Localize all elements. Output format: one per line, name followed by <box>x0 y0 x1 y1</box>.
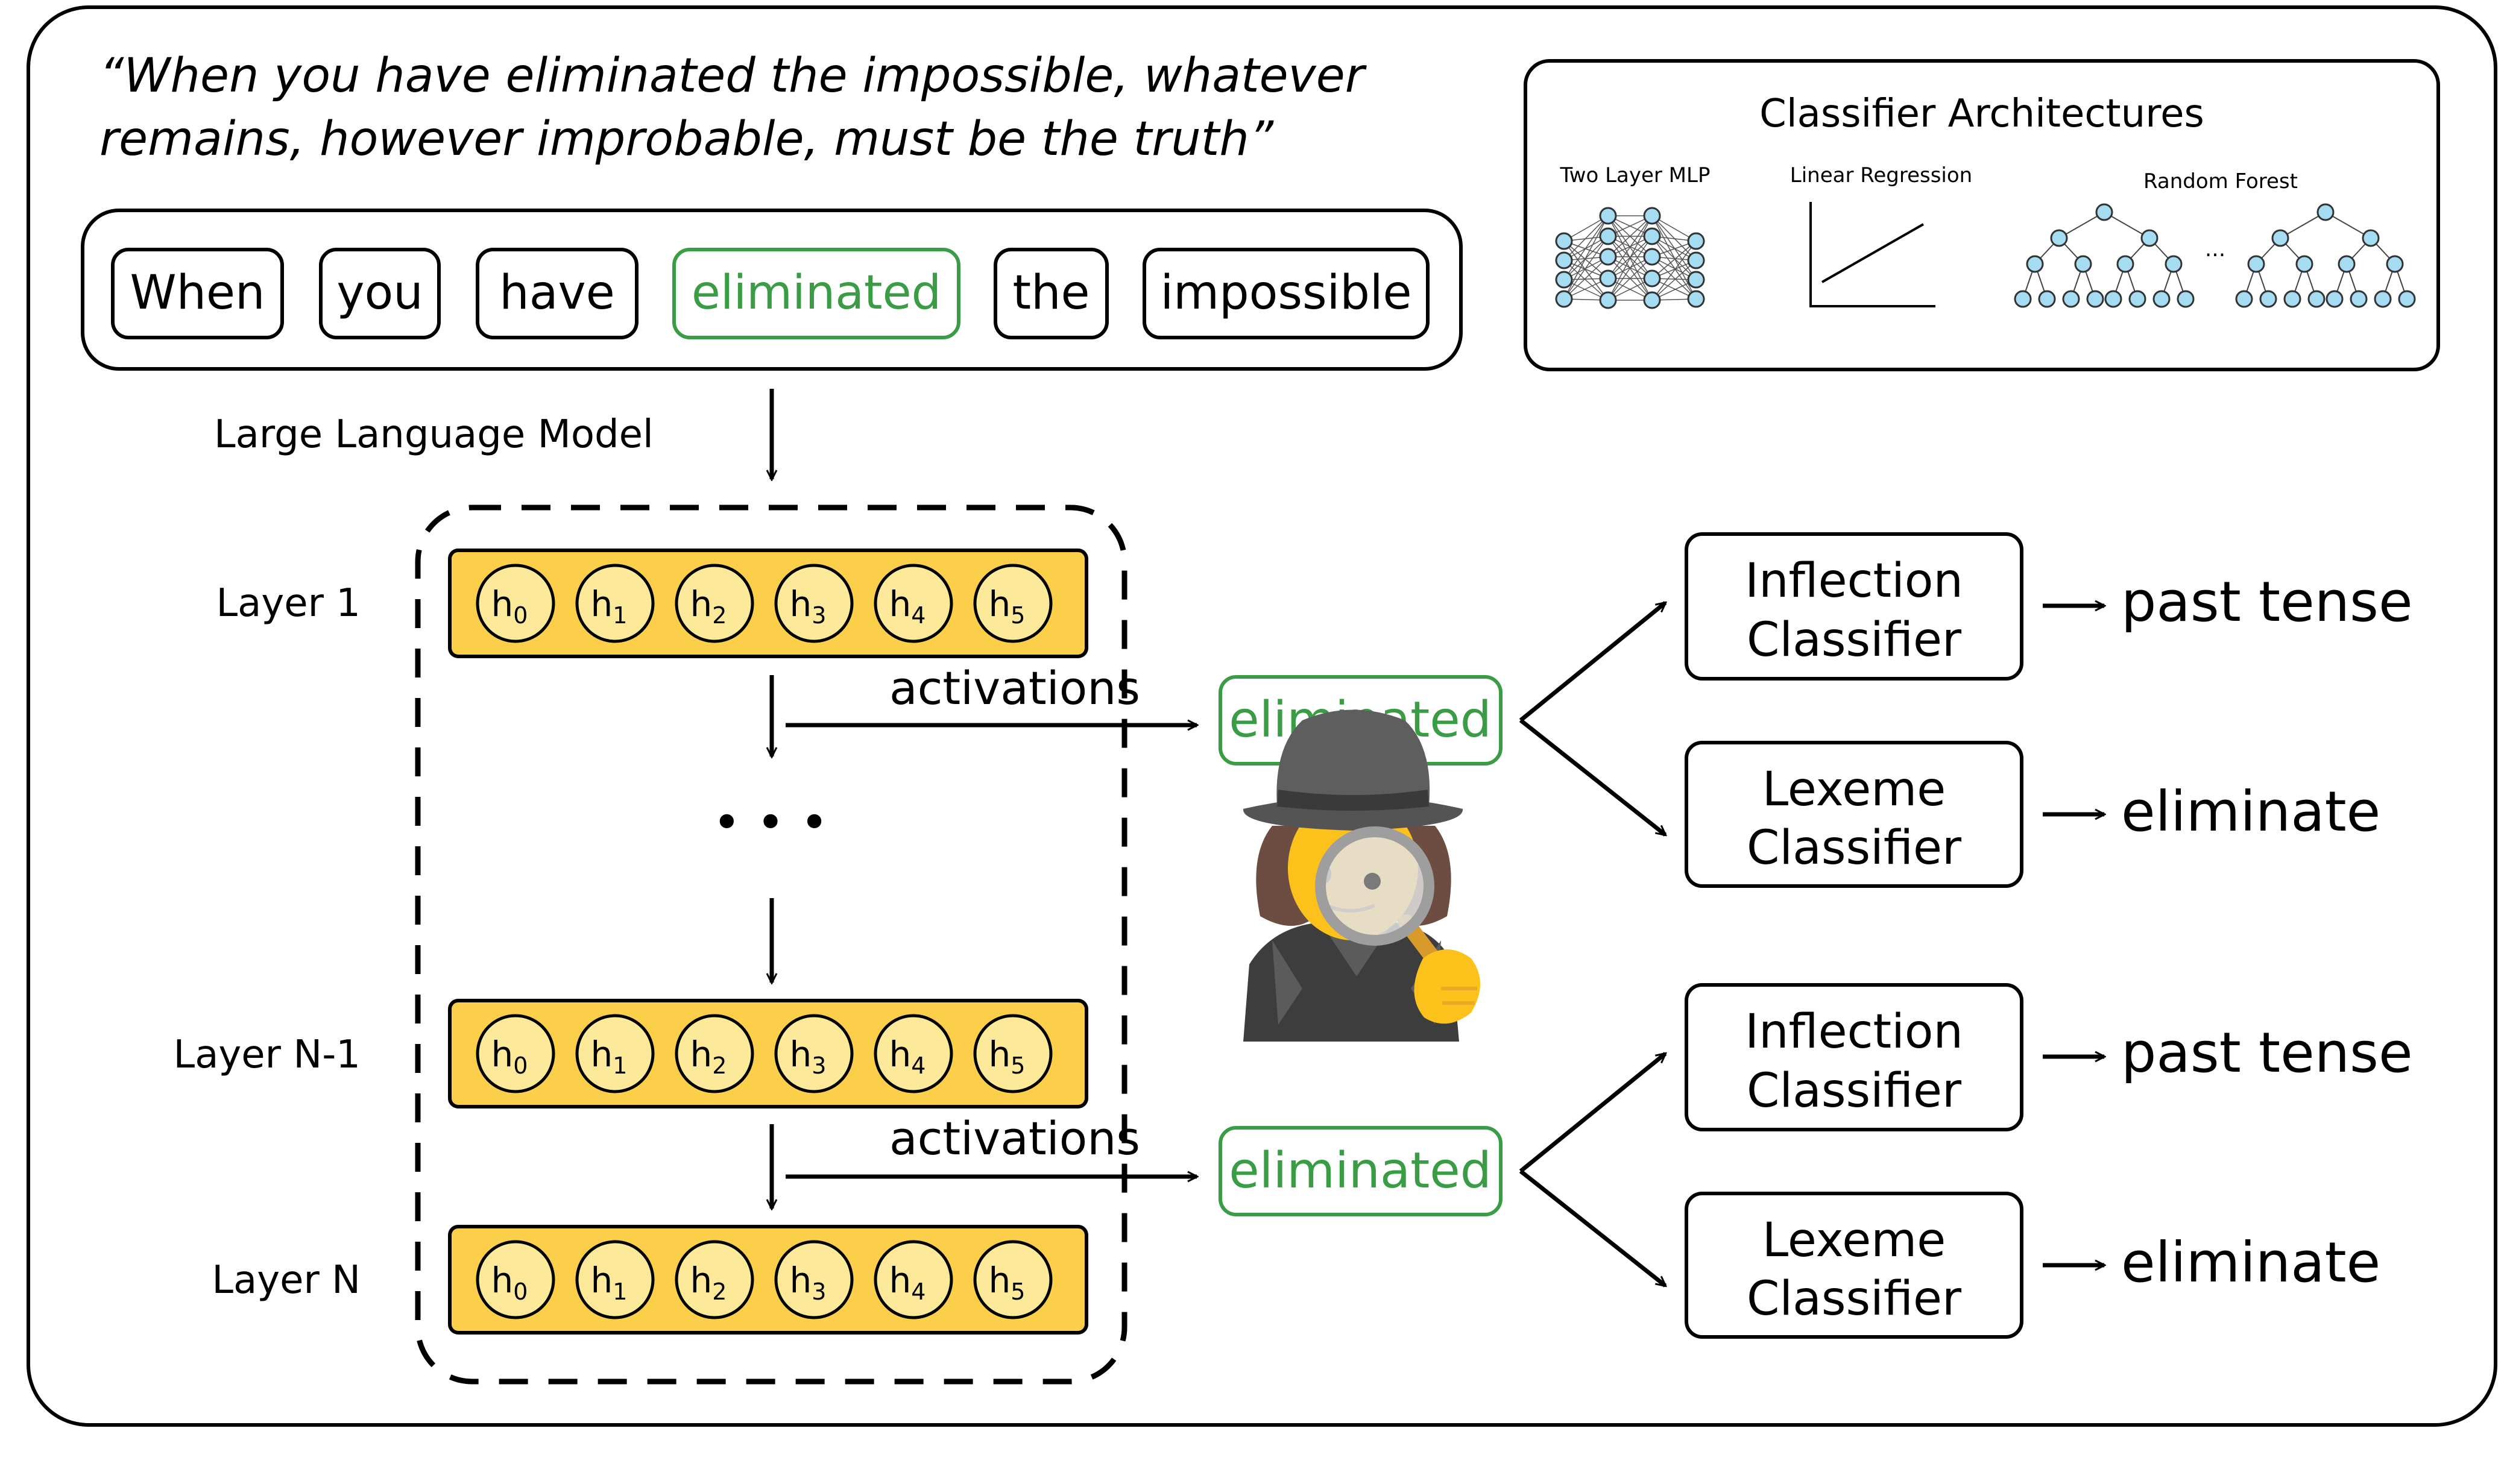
inflection-classifier-line2-bottom: Classifier <box>1747 1064 1962 1118</box>
output-inflection-bottom: past tense <box>2121 1020 2413 1085</box>
hidden-state-node <box>874 1240 953 1319</box>
hidden-state-label: h3 <box>790 1034 827 1079</box>
hidden-state-node <box>675 1240 754 1319</box>
lexeme-classifier-line2-bottom: Classifier <box>1747 1272 1962 1326</box>
output-inflection-top: past tense <box>2121 570 2413 634</box>
hidden-state-label: h3 <box>790 583 827 629</box>
token-text: eliminated <box>692 266 941 320</box>
quote-line-2: remains, however improbable, must be the… <box>99 112 1274 166</box>
hidden-state-node <box>874 564 953 643</box>
hidden-state-node <box>973 1240 1053 1319</box>
token-text: have <box>499 266 614 320</box>
llm-dashed-box <box>415 505 1127 1385</box>
linear-regression-icon <box>1809 202 1935 307</box>
hidden-state-label: h1 <box>591 1260 628 1305</box>
lexeme-classifier-box-top <box>1685 741 2023 888</box>
token-text: impossible <box>1160 266 1411 320</box>
token-box <box>1143 248 1430 339</box>
layer-n-minus-1-label: Layer N-1 <box>174 1033 361 1077</box>
fork-arrows-bottom <box>1519 1054 1665 1287</box>
random-forest-icon <box>2014 203 2416 308</box>
random-forest-ellipsis: ... <box>2205 237 2225 262</box>
hidden-state-label: h4 <box>889 583 926 629</box>
token-text: you <box>336 266 423 320</box>
token-box <box>672 248 960 339</box>
hidden-state-node <box>774 564 854 643</box>
token-text: the <box>1012 266 1090 320</box>
hidden-state-label: h4 <box>889 1034 926 1079</box>
hidden-state-node <box>476 1240 555 1319</box>
hidden-state-label: h5 <box>989 1034 1026 1079</box>
probe-token-box-bottom <box>1219 1126 1503 1216</box>
lexeme-classifier-line2-top: Classifier <box>1747 821 1962 875</box>
hidden-state-layers: h0 h1 h2 h3 h4 h5 h0 h1 h2 h3 h4 h5 h0 h1 h2 h3 h4 h5 <box>448 549 1088 1335</box>
hidden-state-node <box>675 1014 754 1093</box>
hidden-state-label: h2 <box>690 1260 727 1305</box>
hidden-state-node <box>973 564 1053 643</box>
token-box <box>994 248 1109 339</box>
layer-n-minus-1-hidden-bar: h0 h1 h2 h3 h4 h5 <box>448 999 1088 1108</box>
outer-frame <box>27 5 2497 1427</box>
hidden-state-label: h0 <box>491 1034 528 1079</box>
probe-token-bottom: eliminated <box>1229 1142 1492 1199</box>
output-lexeme-top: eliminate <box>2121 779 2380 844</box>
hidden-state-node <box>575 564 655 643</box>
token-box <box>111 248 284 339</box>
hidden-state-label: h3 <box>790 1260 827 1305</box>
hidden-state-label: h4 <box>889 1260 926 1305</box>
classifier-architectures-panel <box>1524 59 2440 371</box>
mlp-label: Two Layer MLP <box>1560 163 1711 187</box>
inflection-classifier-line1-top: Inflection <box>1745 554 1963 608</box>
hidden-state-node <box>476 564 555 643</box>
hidden-state-label: h1 <box>591 583 628 629</box>
inflection-classifier-box-bottom <box>1685 983 2023 1131</box>
lexeme-classifier-line1-bottom: Lexeme <box>1762 1213 1946 1268</box>
llm-label: Large Language Model <box>214 412 654 457</box>
inflection-classifier-box-top <box>1685 532 2023 681</box>
hidden-state-node <box>476 1014 555 1093</box>
lexeme-classifier-box-bottom <box>1685 1192 2023 1339</box>
layer-n-label: Layer N <box>212 1258 361 1303</box>
token-list: When you have eliminated the impossible <box>111 248 1430 339</box>
lexeme-classifier-line1-top: Lexeme <box>1762 762 1946 817</box>
hidden-state-node <box>774 1240 854 1319</box>
layer-1-hidden-bar: h0 h1 h2 h3 h4 h5 <box>448 549 1088 658</box>
inflection-classifier-line2-top: Classifier <box>1747 613 1962 667</box>
token-box <box>319 248 441 339</box>
two-layer-mlp-icon <box>1555 207 1705 309</box>
hidden-state-label: h0 <box>491 1260 528 1305</box>
hidden-state-label: h5 <box>989 1260 1026 1305</box>
output-lexeme-bottom: eliminate <box>2121 1230 2380 1295</box>
hidden-state-node <box>874 1014 953 1093</box>
layer-ellipsis: • • • <box>713 794 828 850</box>
hidden-state-node <box>973 1014 1053 1093</box>
activations-label-bottom: activations <box>889 1111 1140 1165</box>
hidden-state-label: h2 <box>690 1034 727 1079</box>
hidden-state-node <box>575 1240 655 1319</box>
token-text: When <box>130 266 265 320</box>
fork-arrows-top <box>1519 603 1665 837</box>
random-forest-label: Random Forest <box>2143 169 2298 193</box>
hidden-state-label: h0 <box>491 583 528 629</box>
hidden-state-label: h2 <box>690 583 727 629</box>
token-box <box>476 248 639 339</box>
hidden-state-label: h1 <box>591 1034 628 1079</box>
activations-label-top: activations <box>889 661 1140 715</box>
linear-regression-label: Linear Regression <box>1790 163 1972 187</box>
classifier-architectures-title: Classifier Architectures <box>1759 92 2204 136</box>
detective-icon <box>1243 709 1480 1042</box>
hidden-state-node <box>675 564 754 643</box>
layer-n-hidden-bar: h0 h1 h2 h3 h4 h5 <box>448 1225 1088 1335</box>
layer-1-label: Layer 1 <box>216 581 361 626</box>
inflection-classifier-line1-bottom: Inflection <box>1745 1005 1963 1059</box>
hidden-state-label: h5 <box>989 583 1026 629</box>
quote-line-1: “When you have eliminated the impossible… <box>99 49 1367 103</box>
hidden-state-node <box>575 1014 655 1093</box>
token-sentence-box <box>81 209 1463 371</box>
hidden-state-node <box>774 1014 854 1093</box>
